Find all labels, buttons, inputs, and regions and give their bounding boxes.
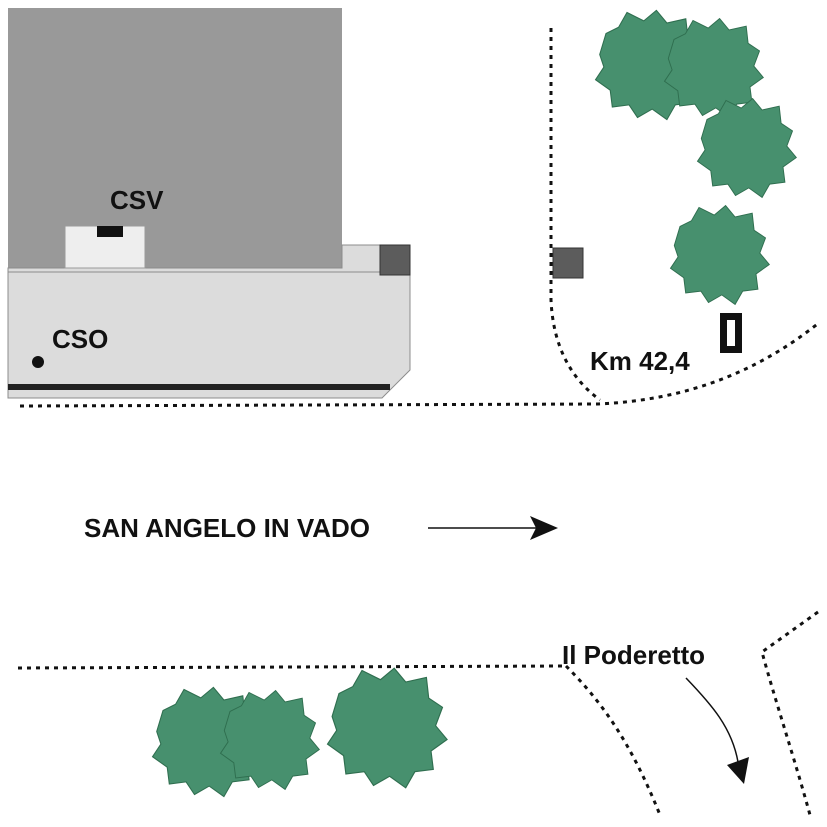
km-marker-label: Km 42,4 <box>590 346 690 376</box>
road-edge-north <box>19 320 821 408</box>
road-edges <box>17 28 821 816</box>
side-road-west-edge <box>564 664 662 816</box>
station-dot-icon <box>32 356 44 368</box>
gate-post-left <box>379 244 411 276</box>
road-edge-south <box>17 664 567 670</box>
cso-label: CSO <box>52 324 109 354</box>
csv-label: CSV <box>110 185 164 215</box>
side-road-east-edge <box>760 610 819 816</box>
building-roof <box>8 8 342 268</box>
csv-port <box>97 226 123 237</box>
direction-label: SAN ANGELO IN VADO <box>84 513 371 543</box>
gate-post-right <box>552 247 584 279</box>
arrow-right-icon <box>428 516 558 540</box>
curved-arrow-icon <box>685 677 749 784</box>
bush-icon <box>670 205 770 305</box>
building <box>7 8 411 399</box>
side-road-label: Il Poderetto <box>562 640 706 670</box>
bush-icon <box>326 667 448 789</box>
milestone-icon <box>720 313 742 353</box>
side-path-north <box>549 28 601 402</box>
building-base <box>7 244 411 399</box>
bush-icon <box>697 98 797 198</box>
